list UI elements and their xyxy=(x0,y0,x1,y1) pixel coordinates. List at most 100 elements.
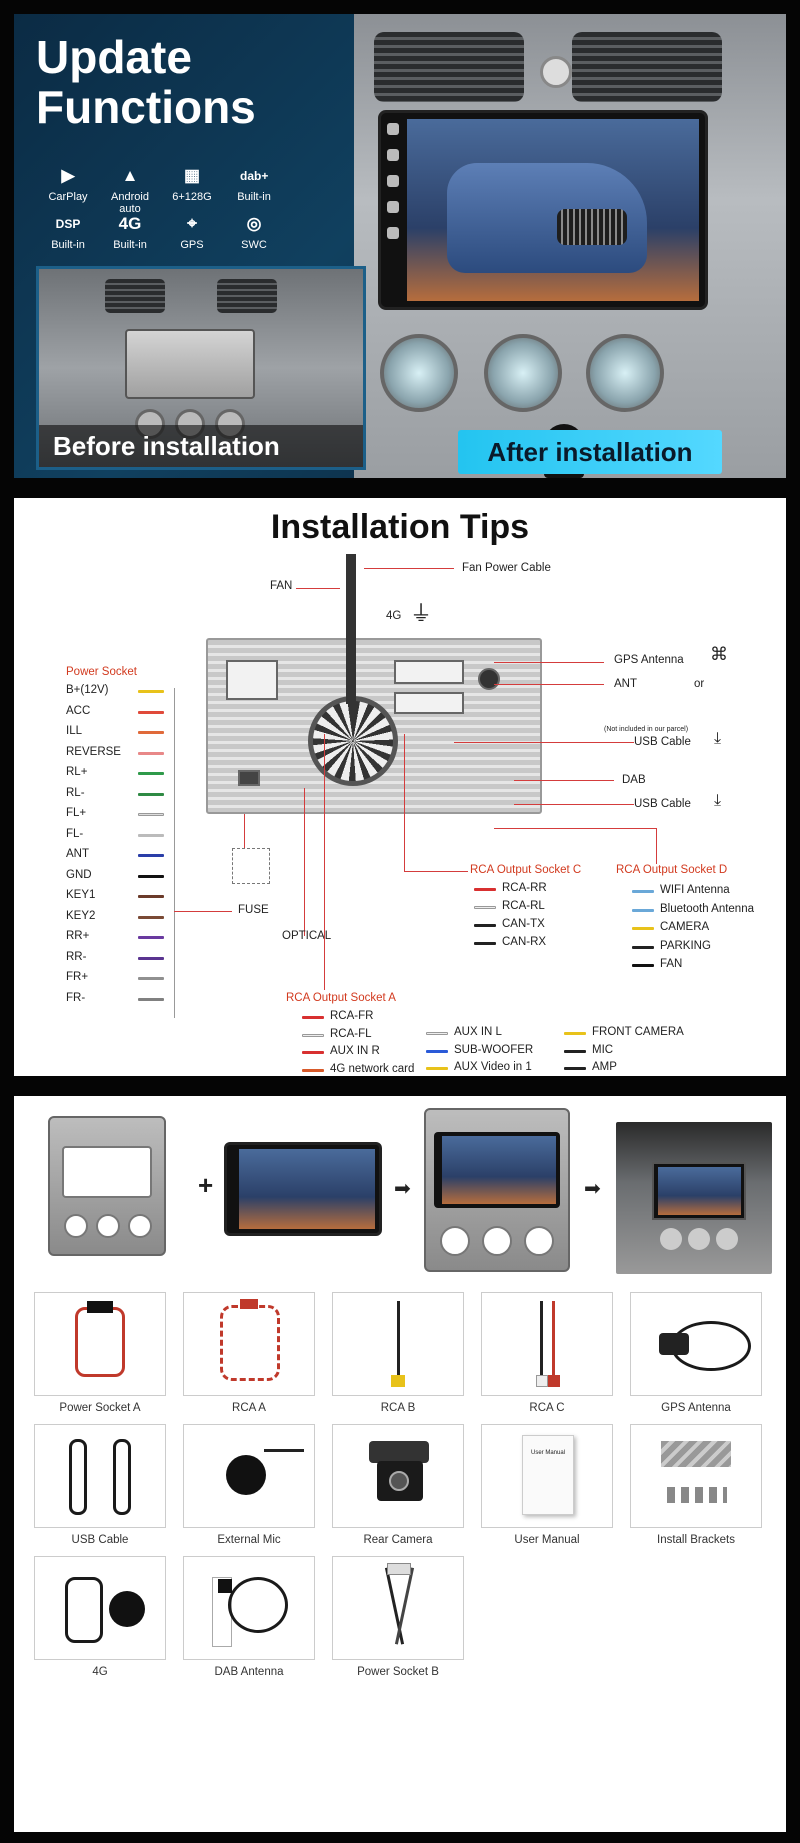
fuse-label: FUSE xyxy=(238,904,269,916)
before-installation-label: Before installation xyxy=(39,425,363,467)
volume-up-icon xyxy=(387,201,399,213)
title-line-1: Update xyxy=(36,31,192,83)
dab-antenna-photo xyxy=(183,1556,315,1660)
usb-1-pointer xyxy=(454,742,634,743)
wire-label: WIFI Antenna xyxy=(660,884,730,896)
feature-label: 6+128G xyxy=(172,191,212,203)
external-mic-photo xyxy=(183,1424,315,1528)
wire-color-swatch xyxy=(426,1049,448,1053)
wire-label: MIC xyxy=(592,1043,614,1056)
wire-label: KEY2 xyxy=(66,909,96,922)
wire-color-swatch xyxy=(474,924,496,927)
rca-c-photo xyxy=(481,1292,613,1396)
power-bundle-line xyxy=(174,688,175,1018)
usb-cable-photo xyxy=(34,1424,166,1528)
update-functions-banner: Update Functions ▶CarPlay▲Android auto▦6… xyxy=(14,14,786,478)
package-item-label: RCA B xyxy=(380,1402,416,1414)
feature-label: GPS xyxy=(180,239,204,251)
package-item-usb-cable: USB Cable xyxy=(34,1424,166,1546)
wire-label: CAN-TX xyxy=(502,918,545,930)
wire-label: RL- xyxy=(66,786,85,799)
climate-knob-right xyxy=(586,334,664,412)
fuse-drop-line xyxy=(244,814,245,848)
fan-power-cable-label: Fan Power Cable xyxy=(462,562,551,574)
rca-a-photo xyxy=(183,1292,315,1396)
rca-d-pointer xyxy=(494,828,656,829)
climate-knob-center xyxy=(484,334,562,412)
installed-in-car-photo xyxy=(616,1122,772,1274)
plus-sign: + xyxy=(198,1170,214,1200)
wire-color-swatch xyxy=(564,1049,586,1053)
banner-title: Update Functions xyxy=(36,32,256,132)
rca-a-title: RCA Output Socket A xyxy=(286,992,396,1004)
old-vent-left xyxy=(105,279,165,313)
usb-cable-2-icon: ⤓ xyxy=(714,792,722,809)
package-item-label: DAB Antenna xyxy=(214,1666,284,1678)
4g-icon: 4G xyxy=(118,214,142,233)
wire-color-swatch xyxy=(138,956,164,960)
wire-color-swatch xyxy=(564,1067,586,1070)
wire-label: KEY1 xyxy=(66,889,96,901)
feature-label: Built-in xyxy=(113,239,147,251)
rca-c-pointer xyxy=(404,871,468,872)
package-item-power-socket-b: Power Socket B xyxy=(332,1556,464,1678)
rear-camera-photo xyxy=(332,1424,464,1528)
before-installation-photo: Before installation xyxy=(36,266,366,470)
rca-c-title: RCA Output Socket C xyxy=(470,864,582,876)
old-vent-right xyxy=(217,279,277,313)
fan-power-cable xyxy=(346,554,356,704)
user-manual-photo: User Manual xyxy=(481,1424,613,1528)
fuse-box xyxy=(232,848,270,884)
package-item-label: User Manual xyxy=(514,1534,580,1546)
power-socket-title: Power Socket xyxy=(66,666,137,678)
wire-label: ACC xyxy=(66,704,91,717)
wire-label: RCA-FR xyxy=(330,1010,374,1022)
optical-label: OPTICAL xyxy=(282,930,332,942)
wire-label: FR- xyxy=(66,991,86,1004)
package-item-label: Rear Camera xyxy=(363,1534,433,1546)
package-item-rca-a: RCA A xyxy=(183,1292,315,1414)
chip-icon: ▦ xyxy=(183,166,201,185)
power-socket-a-photo xyxy=(34,1292,166,1396)
wire-label: Bluetooth Antenna xyxy=(660,902,754,915)
dab-icon: dab+ xyxy=(240,169,269,183)
rca-a-connector xyxy=(394,692,464,714)
wire-color-swatch xyxy=(302,1051,324,1054)
feature-android-auto: ▲Android auto xyxy=(100,164,160,215)
wire-label: SUB-WOOFER xyxy=(454,1043,534,1056)
package-item-label: RCA C xyxy=(529,1402,565,1414)
wire-color-swatch xyxy=(302,1016,324,1019)
wire-color-swatch xyxy=(138,792,164,796)
optical-port xyxy=(238,770,260,786)
gps-antenna-label: GPS Antenna xyxy=(614,654,684,666)
screen-wallpaper xyxy=(407,119,699,301)
usb-2-pointer xyxy=(514,804,634,805)
feature-chip: ▦ 6+128G xyxy=(162,164,222,212)
package-item-label: RCA A xyxy=(232,1402,266,1414)
package-item-power-socket-a: Power Socket A xyxy=(34,1292,166,1414)
rca-c-drop-line xyxy=(404,734,405,872)
package-item-label: Install Brackets xyxy=(657,1534,735,1546)
wire-color-swatch xyxy=(302,1033,324,1037)
wire-label: GND xyxy=(66,868,92,881)
ant-pointer xyxy=(494,684,604,685)
wire-label: RCA-RR xyxy=(502,882,547,894)
wire-color-swatch xyxy=(474,942,496,945)
manual-cover-text: User Manual xyxy=(531,1450,566,1456)
arrow-1: ➡ xyxy=(394,1178,411,1200)
wire-label: RL+ xyxy=(66,766,88,778)
wire-label: REVERSE xyxy=(66,745,121,758)
package-item-rca-c: RCA C xyxy=(481,1292,613,1414)
suv-grille xyxy=(557,209,627,245)
dash-bezel-frame xyxy=(48,1116,166,1256)
head-unit-back-view xyxy=(206,638,542,814)
head-unit-product xyxy=(224,1142,382,1236)
4g-photo xyxy=(34,1556,166,1660)
fuse-pointer xyxy=(174,911,232,912)
feature-label: CarPlay xyxy=(48,191,88,203)
not-included-note: (Not included in our parcel) xyxy=(604,726,689,733)
home-icon xyxy=(387,149,399,161)
steering-wheel-icon: ◎ xyxy=(246,214,262,233)
feature-label: Built-in xyxy=(237,191,271,203)
